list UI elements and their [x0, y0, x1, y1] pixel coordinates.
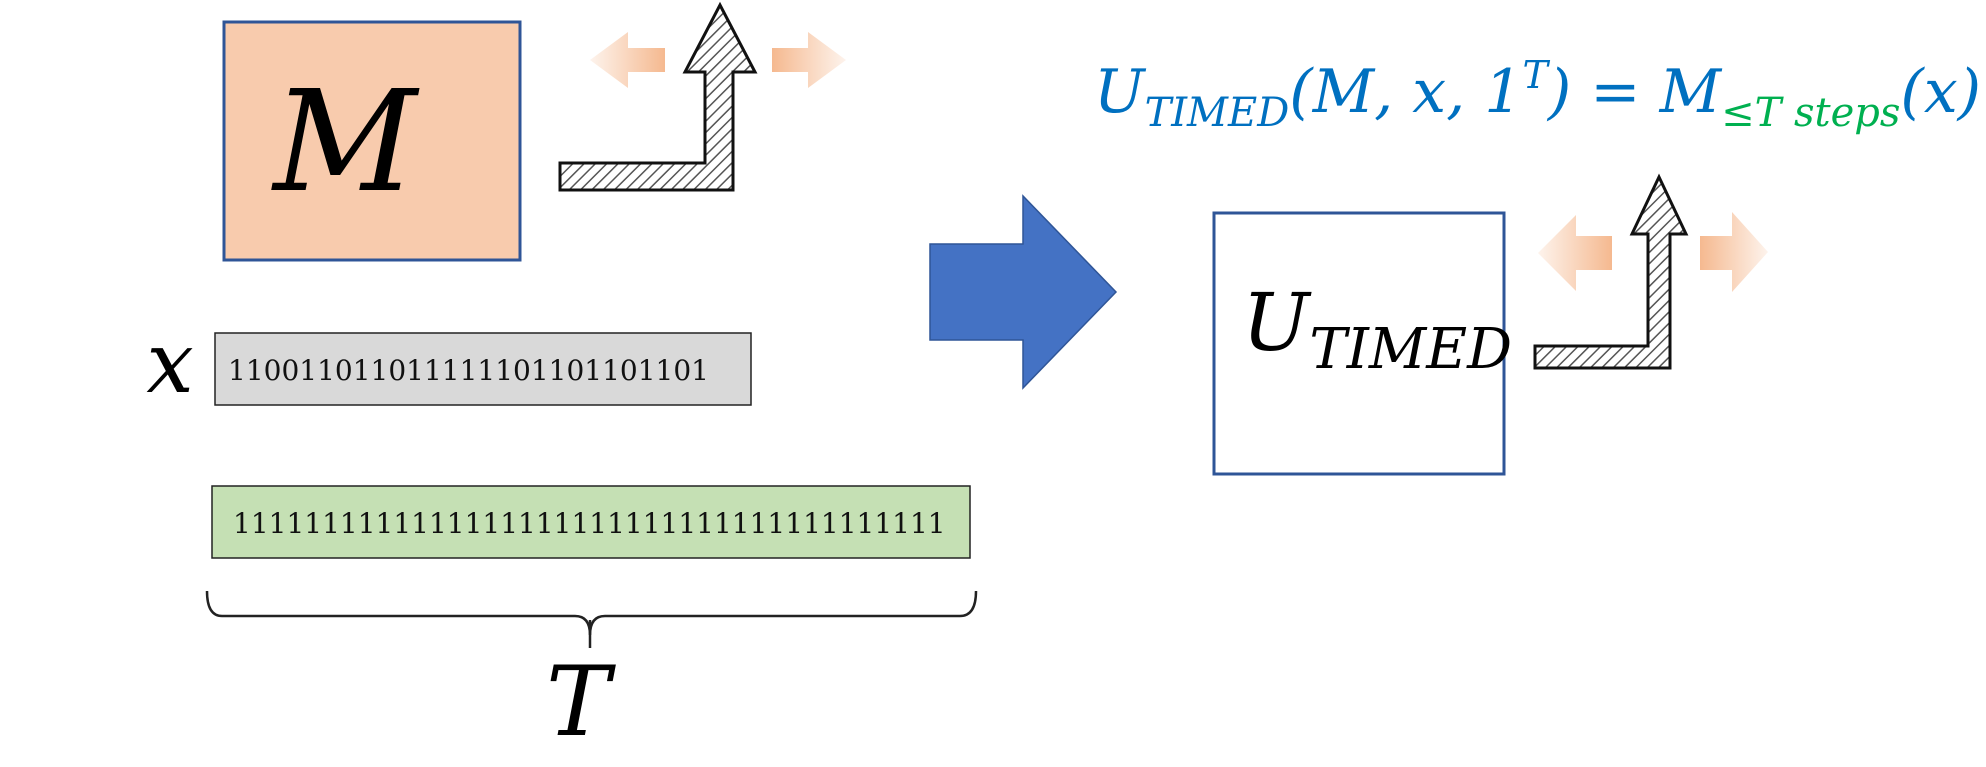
universal-machine-box: UTIMED: [1212, 211, 1512, 476]
universal-machine-label: UTIMED: [1242, 276, 1512, 382]
input-x-label: x: [146, 314, 193, 412]
output-hatched-arrow-icon: [558, 1, 758, 192]
curly-brace-icon: [205, 590, 978, 636]
transform-arrow-icon: [929, 194, 1118, 390]
time-tape-bits: 1111111111111111111111111111111111111111: [233, 507, 946, 540]
head-move-right-arrow-icon: [772, 32, 846, 88]
formula-sup: T: [1522, 53, 1550, 97]
universal-output-hatched-arrow-icon: [1533, 173, 1689, 370]
universal-head-move-left-arrow-icon: [1538, 215, 1612, 291]
time-tape: 1111111111111111111111111111111111111111: [211, 485, 971, 559]
input-x-bits: 110011011011111101101101101: [228, 354, 709, 387]
universal-head-move-right-arrow-icon: [1700, 212, 1768, 292]
formula-tail: (x): [1900, 57, 1981, 127]
formula-args-open: (M, x, 1: [1289, 57, 1522, 127]
formula-args-close: ) = M: [1546, 57, 1723, 127]
formula-u-sub: TIMED: [1145, 90, 1290, 136]
formula: UTIMED(M, x, 1T) = M≤T steps(x): [1094, 53, 1981, 136]
input-x-tape: 110011011011111101101101101: [214, 332, 752, 406]
head-move-left-arrow-icon: [590, 32, 665, 88]
brace-t-label: T: [546, 646, 616, 758]
formula-m-sub: ≤T steps: [1721, 90, 1900, 136]
machine-m-label: M: [270, 61, 420, 224]
machine-m-box: M: [222, 20, 522, 262]
formula-u: U: [1094, 57, 1147, 127]
